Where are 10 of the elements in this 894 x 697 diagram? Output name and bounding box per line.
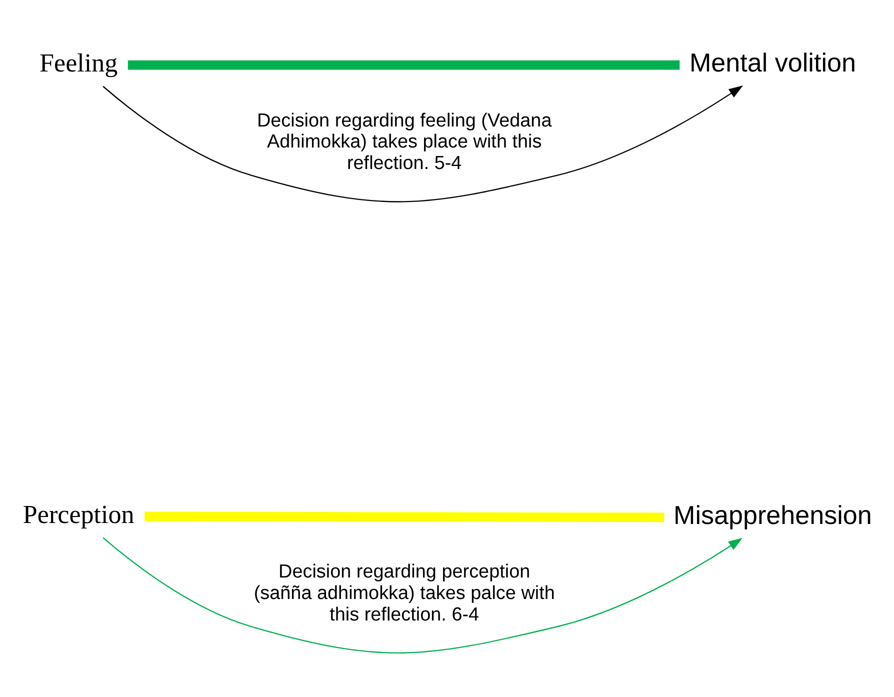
edge-label: Decision regarding feeling (Vedana Adhimokka) takes place with this reflection. 5-4 <box>256 110 552 174</box>
node-text: Perception <box>22 500 134 529</box>
edge-label: Decision regarding perception (sañña adhimokka) takes palce with this reflection. 6-4 <box>254 562 555 626</box>
connector <box>144 512 664 522</box>
node-text: Feeling <box>40 48 118 78</box>
arrow <box>102 537 743 654</box>
node-text: Mental volition <box>689 48 856 78</box>
arrow <box>102 85 743 202</box>
connector <box>128 60 680 70</box>
node-text: Misapprehension <box>674 500 872 530</box>
